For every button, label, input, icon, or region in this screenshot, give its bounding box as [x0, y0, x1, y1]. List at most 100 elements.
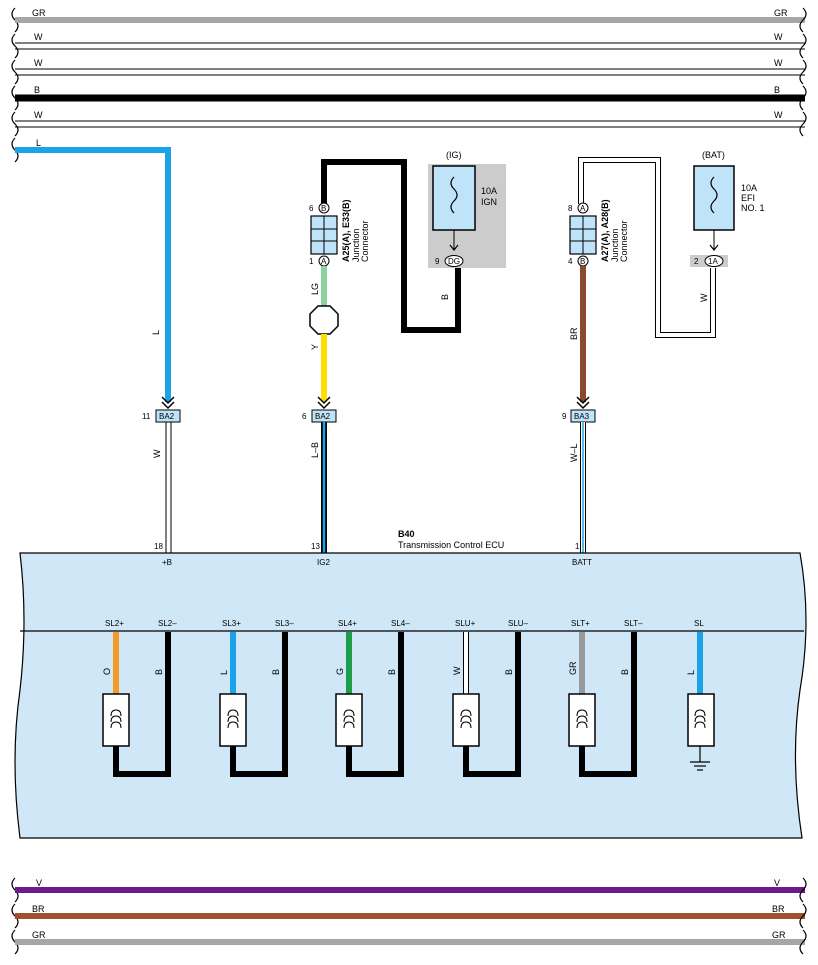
solenoid-minus-label: SL3–: [275, 619, 294, 628]
bottom-wire-v: V V: [11, 877, 807, 903]
junction1-pin-bot-letter: A: [321, 257, 327, 266]
top-wire-w2-label-right: W: [774, 58, 783, 68]
junction1-desc-1: Junction: [351, 228, 361, 262]
solenoid-minus-wire-label: B: [504, 669, 514, 675]
connector-1-wire: W: [152, 449, 162, 458]
solenoid-minus-label: SL4–: [391, 619, 410, 628]
fuse-ig-header: (IG): [446, 150, 462, 160]
connector-1-pin: 11: [142, 412, 151, 421]
junction-connector-2: A 8 B 4 A27(A), A28(B) Junction Connecto…: [568, 157, 716, 410]
ecu-term-1-name: +B: [162, 558, 172, 567]
junction2-desc-2: Connector: [619, 220, 629, 262]
connector-2-name: BA2: [315, 412, 331, 421]
bottom-wire-br-label-left: BR: [32, 904, 45, 914]
junction1-pin-bot: 1: [309, 257, 314, 266]
ecu-term-1-pin: 18: [154, 542, 163, 551]
fuse-bat-header: (BAT): [702, 150, 725, 160]
junction2-ids: A27(A), A28(B): [600, 199, 610, 262]
top-wire-w3-label-right: W: [774, 110, 783, 120]
ecu-term-3-pin: 1: [575, 542, 580, 551]
top-wire-b-label-left: B: [34, 85, 40, 95]
solenoid-minus-label: SL2–: [158, 619, 177, 628]
top-wire-w3: W W: [11, 110, 807, 137]
junction1-wire-b: B: [440, 294, 450, 300]
bottom-wire-br-label-right: BR: [772, 904, 785, 914]
top-wire-w2-label-left: W: [34, 58, 43, 68]
l-wire-label-top: L: [36, 138, 41, 148]
junction1-wire-lg: LG: [310, 283, 320, 295]
junction2-wire-w: W: [699, 293, 709, 302]
solenoid-sl-name: SL: [694, 619, 704, 628]
solenoid-plus-label: SL4+: [338, 619, 357, 628]
top-wire-w1-label-left: W: [34, 32, 43, 42]
junction1-pin-top-letter: B: [321, 204, 326, 213]
solenoid-minus-wire-label: B: [620, 669, 630, 675]
top-wire-w1: W W: [11, 32, 807, 59]
fuse-ig-name: IGN: [481, 197, 497, 207]
solenoid-minus-wire-label: B: [271, 669, 281, 675]
ecu-body: B40 Transmission Control ECU 18 +B 13 IG…: [14, 529, 807, 839]
solenoid-sl-wire: L: [686, 670, 696, 675]
bottom-wire-gr-label-right: GR: [772, 930, 786, 940]
fuse-bat-name-1: EFI: [741, 193, 755, 203]
solenoid-plus-label: SL3+: [222, 619, 241, 628]
junction1-pin-top: 6: [309, 204, 314, 213]
ecu-term-2-pin: 13: [311, 542, 320, 551]
fuse-ig-rating: 10A: [481, 186, 497, 196]
top-wire-gr-label-left: GR: [32, 8, 46, 18]
connector-ba3: 9 BA3 W–L: [562, 409, 596, 553]
ecu-term-2-name: IG2: [317, 558, 330, 567]
junction2-desc-1: Junction: [610, 228, 620, 262]
bottom-wire-br: BR BR: [11, 903, 807, 929]
fuse-bat: (BAT) 10A EFI NO. 1 2 1A: [690, 150, 765, 267]
top-wire-b: B B: [11, 85, 807, 111]
connector-3-wire: W–L: [569, 443, 579, 462]
junction1-desc-2: Connector: [360, 220, 370, 262]
solenoid-plus-wire-label: W: [452, 666, 462, 675]
solenoid-minus-wire-label: B: [154, 669, 164, 675]
junction2-wire-br: BR: [569, 327, 579, 340]
solenoid-minus-wire-label: B: [387, 669, 397, 675]
junction1-wire-y: Y: [310, 344, 320, 350]
solenoid-plus-wire-label: L: [219, 670, 229, 675]
l-wire-label-mid: L: [151, 330, 161, 335]
solenoid-plus-label: SL2+: [105, 619, 124, 628]
bottom-wire-gr: GR GR: [11, 929, 807, 955]
fuse-bat-rating: 10A: [741, 183, 757, 193]
top-wire-w2: W W: [11, 58, 807, 85]
junction2-pin-top-letter: A: [580, 204, 586, 213]
fuse-bat-conn: 1A: [708, 257, 718, 266]
fuse-ig: (IG) 10A IGN 9 DG: [428, 150, 506, 268]
solenoid-sl3: SL3+ SL3– L B: [219, 619, 294, 777]
connector-1-name: BA2: [159, 412, 175, 421]
fuse-ig-pin: 9: [435, 257, 440, 266]
connector-2-wire: L–B: [310, 442, 320, 458]
solenoid-plus-label: SLT+: [571, 619, 590, 628]
solenoid-sl4: SL4+ SL4– G B: [335, 619, 410, 777]
junction1-ids: A25(A), E33(B): [341, 199, 351, 262]
solenoid-plus-wire-label: O: [102, 668, 112, 675]
l-wire: L L: [11, 137, 175, 410]
solenoid-plus-wire-label: GR: [568, 661, 578, 675]
junction2-pin-top: 8: [568, 204, 573, 213]
bottom-wire-v-label-left: V: [36, 878, 42, 888]
splice-octagon: [309, 305, 339, 335]
connector-2-pin: 6: [302, 412, 307, 421]
solenoid-plus-label: SLU+: [455, 619, 476, 628]
bottom-wire-v-label-right: V: [774, 878, 780, 888]
junction-connector-1: B 6 A 1 A25(A), E33(B) Junction Connecto…: [309, 159, 461, 410]
solenoid-sl: SL L: [686, 619, 715, 771]
solenoid-sl2: SL2+ SL2– O B: [102, 619, 177, 777]
connector-3-pin: 9: [562, 412, 567, 421]
junction2-pin-bot-letter: B: [580, 257, 585, 266]
ecu-id: B40: [398, 529, 415, 539]
top-wire-gr: GR GR: [11, 7, 807, 33]
solenoid-plus-wire-label: G: [335, 668, 345, 675]
ecu-name: Transmission Control ECU: [398, 540, 504, 550]
connector-3-name: BA3: [574, 412, 590, 421]
top-wire-b-label-right: B: [774, 85, 780, 95]
